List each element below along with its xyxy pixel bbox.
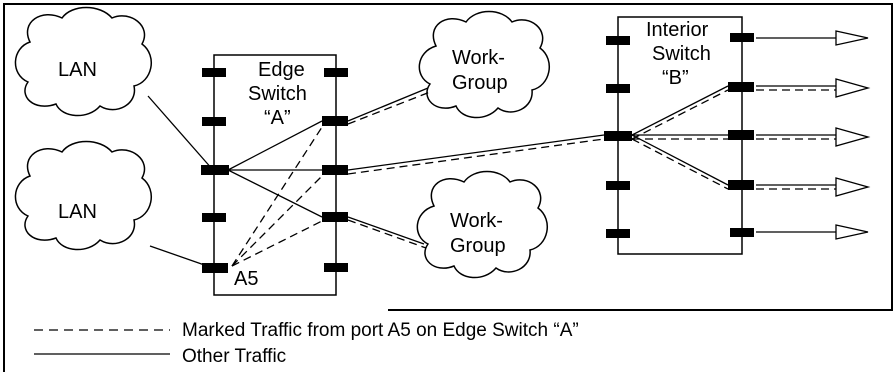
workgroup-bottom-label-2: Group <box>450 235 506 257</box>
arrowhead-5 <box>835 224 869 240</box>
interior-port <box>606 84 630 93</box>
solid-links <box>147 37 836 269</box>
dash-a5-to-121 <box>231 123 325 267</box>
interior-switch-label-1: Interior <box>646 19 709 41</box>
edge-switch-label-1: Edge <box>258 59 305 81</box>
link-edge-to-workgroup-bottom <box>347 216 425 245</box>
edge-switch-ports <box>201 68 348 273</box>
workgroup-cloud-top <box>418 10 550 119</box>
edge-port <box>201 165 229 175</box>
link-edge-to-interior <box>347 134 605 171</box>
link-edge-to-port-121 <box>227 120 323 171</box>
dash-edge-to-interior <box>347 138 605 175</box>
dash-interior-internal-1 <box>631 89 729 140</box>
interior-port <box>728 180 754 190</box>
dash-to-workgroup-top <box>347 91 431 125</box>
edge-port <box>322 165 348 175</box>
dashed-links <box>231 89 836 267</box>
edge-switch-label-3: “A” <box>264 107 291 129</box>
link-edge-to-workgroup-top <box>347 87 429 122</box>
edge-port <box>202 117 226 126</box>
port-a5-label: A5 <box>234 268 258 290</box>
workgroup-cloud-bottom <box>416 170 548 279</box>
workgroup-top-label-2: Group <box>452 72 508 94</box>
edge-port-a5 <box>202 263 228 273</box>
edge-port <box>202 213 226 222</box>
arrowhead-3 <box>835 127 871 147</box>
dash-a5-to-217 <box>231 219 325 267</box>
lan-cloud-top <box>14 6 152 117</box>
link-interior-internal-1 <box>631 85 729 136</box>
interior-port <box>606 36 630 45</box>
interior-port <box>728 82 754 92</box>
link-interior-internal-3 <box>631 134 729 186</box>
arrowhead-2 <box>835 78 871 98</box>
edge-switch-label-2: Switch <box>248 83 307 105</box>
interior-port <box>728 130 754 140</box>
interior-port <box>730 33 754 42</box>
arrowhead-1 <box>835 30 869 46</box>
interior-port <box>606 229 630 238</box>
dash-interior-internal-3 <box>631 138 729 190</box>
diagram-frame <box>3 3 893 372</box>
dash-a5-to-170 <box>231 173 325 267</box>
workgroup-bottom-label-1: Work- <box>450 210 503 232</box>
output-arrows <box>835 30 871 240</box>
interior-switch-label-2: Switch <box>652 43 711 65</box>
interior-switch-ports <box>604 33 754 238</box>
arrowhead-4 <box>835 177 871 197</box>
interior-port <box>604 131 632 141</box>
workgroup-top-label-1: Work- <box>452 47 505 69</box>
link-lan-top-to-edge <box>147 95 214 171</box>
lan-top-label: LAN <box>58 59 97 81</box>
link-edge-to-port-217 <box>227 169 323 218</box>
dash-to-workgroup-bottom <box>347 219 427 249</box>
edge-port <box>324 68 348 77</box>
edge-port <box>322 212 348 222</box>
interior-port <box>730 228 754 237</box>
interior-switch-label-3: “B” <box>662 67 689 89</box>
legend-solid-label: Other Traffic <box>182 346 286 367</box>
edge-port <box>322 116 348 126</box>
lan-cloud-bottom <box>14 140 152 251</box>
legend-dashed-label: Marked Traffic from port A5 on Edge Swit… <box>182 320 579 341</box>
lan-bottom-label: LAN <box>58 201 97 223</box>
edge-port <box>202 68 226 77</box>
edge-port <box>324 263 348 272</box>
interior-port <box>606 181 630 190</box>
